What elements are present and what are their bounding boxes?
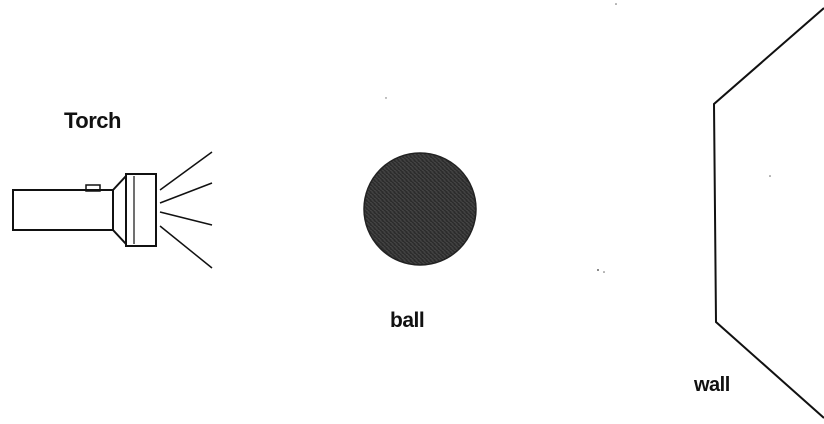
- torch: [13, 174, 156, 246]
- light-ray: [160, 152, 212, 190]
- ball: [364, 153, 476, 265]
- light-ray: [160, 226, 212, 268]
- light-ray: [160, 183, 212, 203]
- torch-neck: [113, 176, 126, 244]
- wall-label: wall: [694, 374, 730, 397]
- torch-head: [126, 174, 156, 246]
- torch-label: Torch: [64, 108, 121, 134]
- light-ray: [160, 212, 212, 225]
- light-rays: [160, 152, 212, 268]
- torch-handle: [13, 190, 113, 230]
- ball-label: ball: [390, 309, 424, 333]
- wall: [714, 8, 824, 418]
